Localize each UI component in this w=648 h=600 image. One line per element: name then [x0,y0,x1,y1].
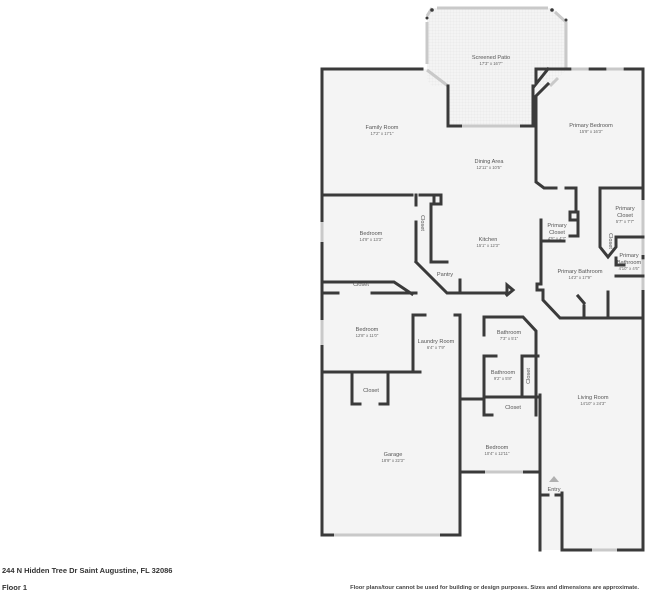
property-address: 244 N Hidden Tree Dr Saint Augustine, FL… [2,566,173,575]
room-closet-primary-bath: Closet [607,233,613,249]
room-name: Primary Bathroom [557,269,602,275]
room-name: Bathroom [497,330,522,336]
room-name: Closet [505,405,521,411]
room-dims: 14'9" x 13'3" [360,237,383,242]
interior-walls [320,81,645,537]
room-dims: 9'2" x 5'8" [494,376,513,381]
room-dims: 12'11" x 10'5" [477,165,502,170]
room-name: Bedroom [486,445,509,451]
room-name: Closet [526,368,532,384]
room-name: Family Room [366,125,399,131]
exterior-walls [320,66,645,552]
room-name: Closet [353,282,369,288]
room-closet-bedroom3: Closet [505,405,521,411]
room-pantry: Pantry [437,272,453,278]
screened-patio [425,6,568,128]
room-dims: 14'10" x 24'3" [580,401,606,406]
room-name: Garage [384,452,403,458]
room-dims: 18'9" x 22'3" [382,458,405,463]
room-name: Living Room [577,395,608,401]
floor-fill [322,69,643,550]
room-dims: 7'3" x 5'1" [500,336,519,341]
room-name: Closet [363,388,379,394]
room-closet-vertical: Closet [419,215,425,231]
room-name: Primary [615,206,634,212]
room-name: Pantry [437,272,453,278]
room-name: Bedroom [356,327,379,333]
room-name: Closet [607,233,613,249]
floor-label: Floor 1 [2,583,28,592]
room-name: Primary [547,223,566,229]
room-dims: 5'7" x 7'7" [616,219,635,224]
room-name: Laundry Room [418,339,455,345]
room-dims: 6'4" x 7'9" [427,345,446,350]
room-name: Dining Area [475,159,505,165]
room-name: Entry [547,487,560,493]
room-name: Bedroom [360,231,383,237]
room-entry: Entry [547,476,561,493]
room-name-line2: Bathroom [617,260,642,266]
room-name: Primary [619,253,638,259]
room-name: Screened Patio [472,55,510,61]
room-name: Bathroom [491,370,516,376]
room-dims: 4'10" x 4'6" [619,266,640,271]
room-closet-hall: Closet [353,282,369,288]
room-dims: 12'8" x 11'0" [356,333,379,338]
room-dims: 15'9" x 16'3" [580,129,603,134]
disclaimer: Floor plans/tour cannot be used for buil… [350,585,639,591]
room-dims: 14'2" x 17'9" [569,275,592,280]
room-dims: 15'1" x 12'3" [477,243,500,248]
room-dims: 10'4" x 12'11" [485,451,510,456]
room-dims: 17'3" x 16'7" [480,61,503,66]
room-closet-bath: Closet [526,368,532,384]
entry-arrow-icon [549,476,559,482]
room-name-line2: Closet [617,213,633,219]
room-dims: 4'5" x 4'2" [548,236,567,241]
room-name-line2: Closet [549,230,565,236]
room-dims: 17'2" x 17'1" [371,131,394,136]
room-closet-garage: Closet [363,388,379,394]
room-name: Closet [419,215,425,231]
room-name: Kitchen [479,237,498,243]
room-name: Primary Bedroom [569,123,613,129]
